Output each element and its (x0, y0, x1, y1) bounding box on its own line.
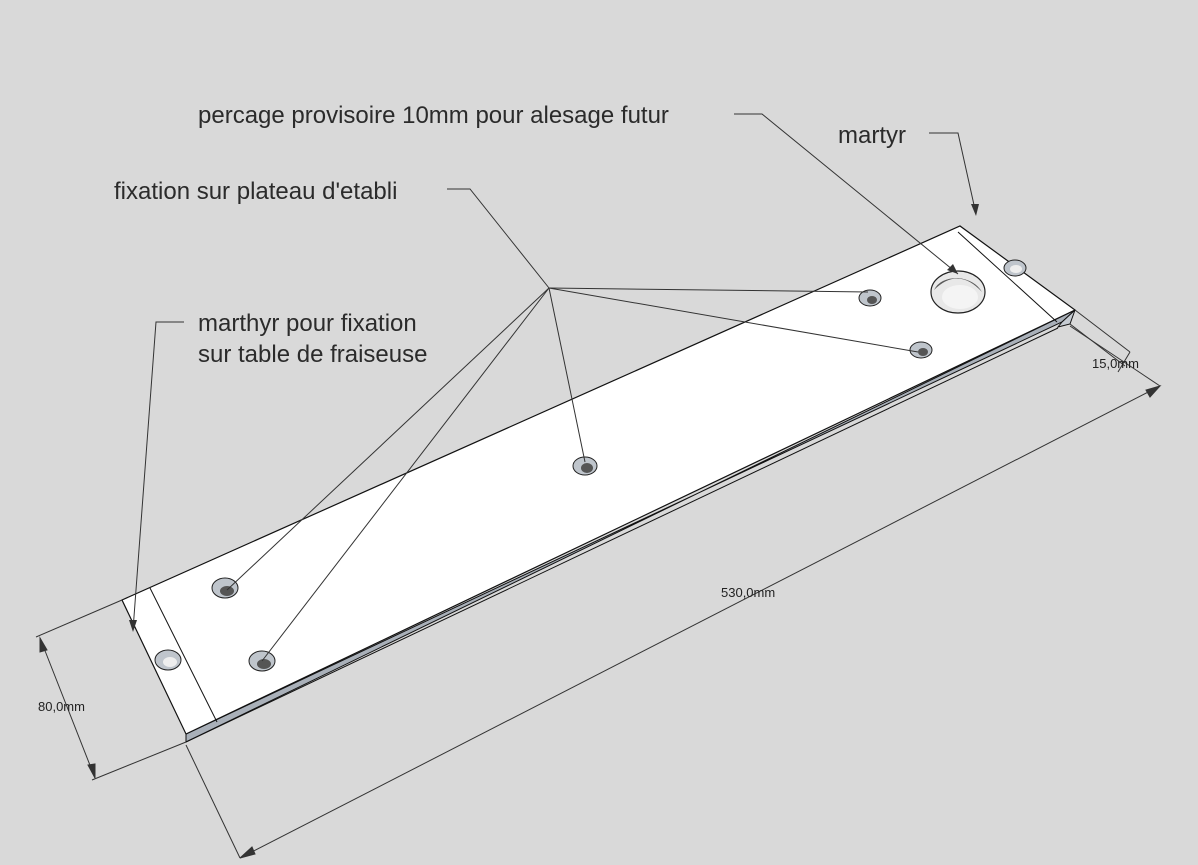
marthyr-leader-line (132, 321, 184, 631)
screw-hole-martyr-right (1003, 259, 1027, 277)
screw-hole-top-right-2 (909, 341, 933, 359)
dimension-width (35, 599, 187, 781)
marthyr-leader-arrow (129, 620, 137, 632)
drill-leader-line (734, 113, 959, 275)
fixation-leader-lines (226, 188, 919, 662)
screw-hole-martyr-left (154, 649, 182, 671)
board-bottom-edge (185, 327, 1059, 743)
drill-leader-arrow (947, 264, 958, 274)
dimension-width-label: 80,0mm (38, 699, 85, 714)
dimension-length-label: 530,0mm (721, 585, 776, 600)
martyr-callout: martyr (838, 122, 906, 149)
screw-hole-left-1 (211, 577, 239, 599)
screw-hole-top-right-1 (858, 289, 882, 307)
martyr-leader-arrow (971, 204, 979, 216)
dimension-thickness (1069, 309, 1131, 373)
bore-hole-10mm (930, 270, 986, 314)
marthyr-callout-line-2: sur table de fraiseuse (198, 341, 428, 368)
dimension-thickness-label: 15,0mm (1092, 356, 1139, 371)
martyr-leader-line (929, 132, 977, 215)
martyr-left-line (149, 587, 218, 723)
drill-callout: percage provisoire 10mm pour alesage fut… (198, 102, 669, 129)
fixation-callout: fixation sur plateau d'etabli (114, 178, 398, 205)
martyr-right-line (957, 231, 1058, 323)
marthyr-callout-line-1: marthyr pour fixation (198, 310, 417, 337)
screw-hole-center (572, 456, 598, 476)
